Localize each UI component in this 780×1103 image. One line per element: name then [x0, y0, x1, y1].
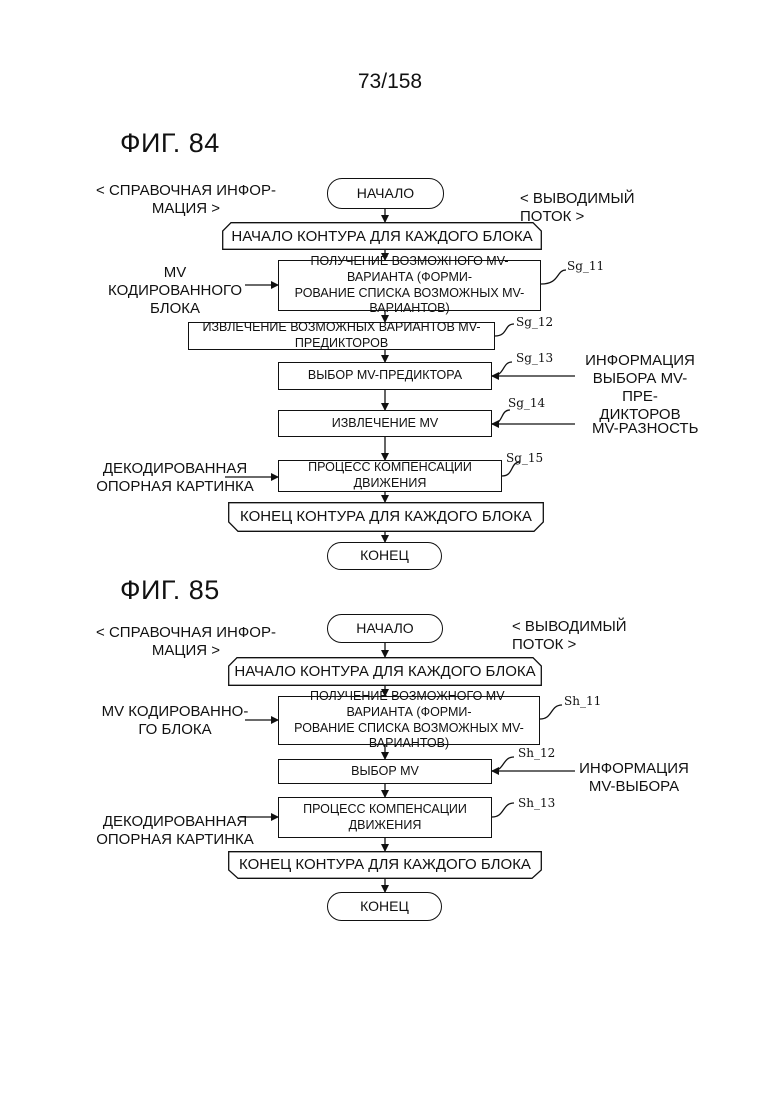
fig84-mv-coded-input: MV КОДИРОВАННОГО БЛОКА — [95, 264, 255, 318]
fig85-step-candidate-list: ПОЛУЧЕНИЕ ВОЗМОЖНОГО MV-ВАРИАНТА (ФОРМИ-… — [278, 696, 540, 745]
fig85-loop-end: КОНЕЦ КОНТУРА ДЛЯ КАЖДОГО БЛОКА — [228, 852, 542, 878]
fig85-end-terminal: КОНЕЦ — [327, 892, 442, 921]
fig85-ref-picture-input: ДЕКОДИРОВАННАЯ ОПОРНАЯ КАРТИНКА — [95, 813, 255, 849]
fig85-mv-coded-input: MV КОДИРОВАННО- ГО БЛОКА — [100, 703, 250, 739]
fig84-step-label-15: Sg_15 — [506, 451, 543, 465]
fig85-loop-start: НАЧАЛО КОНТУРА ДЛЯ КАЖДОГО БЛОКА — [228, 659, 542, 686]
fig85-mv-selection-info-input: ИНФОРМАЦИЯ MV-ВЫБОРА — [575, 760, 693, 796]
fig85-start-terminal: НАЧАЛО — [327, 614, 443, 643]
fig85-output-stream-label: < ВЫВОДИМЫЙ ПОТОК > — [512, 618, 682, 654]
fig85-step-label-11: Sh_11 — [564, 694, 601, 708]
fig84-start-terminal: НАЧАЛО — [327, 178, 444, 209]
fig84-step-label-13: Sg_13 — [516, 351, 553, 365]
fig84-mv-diff-input: MV-РАЗНОСТЬ — [592, 420, 698, 438]
fig85-step-select-mv: ВЫБОР MV — [278, 759, 492, 784]
fig84-loop-start: НАЧАЛО КОНТУРА ДЛЯ КАЖДОГО БЛОКА — [222, 224, 542, 250]
fig84-step-label-11: Sg_11 — [567, 259, 604, 273]
fig84-step-select-predictor: ВЫБОР MV-ПРЕДИКТОРА — [278, 362, 492, 390]
fig84-step-extract-mv: ИЗВЛЕЧЕНИЕ MV — [278, 410, 492, 437]
fig85-title: ФИГ. 85 — [120, 575, 220, 606]
fig85-step-label-13: Sh_13 — [518, 796, 555, 810]
fig84-step-predictor-candidates: ИЗВЛЕЧЕНИЕ ВОЗМОЖНЫХ ВАРИАНТОВ MV-ПРЕДИК… — [188, 322, 495, 350]
fig84-step-label-14: Sg_14 — [508, 396, 545, 410]
fig84-step-label-12: Sg_12 — [516, 315, 553, 329]
fig84-end-terminal: КОНЕЦ — [327, 542, 442, 570]
fig84-ref-picture-input: ДЕКОДИРОВАННАЯ ОПОРНАЯ КАРТИНКА — [95, 460, 255, 496]
fig84-mv-predictor-info-input: ИНФОРМАЦИЯ ВЫБОРА MV-ПРЕ- ДИКТОРОВ — [575, 352, 705, 424]
fig84-step-candidate-list: ПОЛУЧЕНИЕ ВОЗМОЖНОГО MV-ВАРИАНТА (ФОРМИ-… — [278, 260, 541, 311]
fig85-step-label-12: Sh_12 — [518, 746, 555, 760]
fig84-loop-end: КОНЕЦ КОНТУРА ДЛЯ КАЖДОГО БЛОКА — [228, 503, 544, 531]
fig85-ref-info-label: < СПРАВОЧНАЯ ИНФОР- МАЦИЯ > — [96, 624, 276, 660]
fig85-step-motion-compensation: ПРОЦЕСС КОМПЕНСАЦИИ ДВИЖЕНИЯ — [278, 797, 492, 838]
fig84-step-motion-compensation: ПРОЦЕСС КОМПЕНСАЦИИ ДВИЖЕНИЯ — [278, 460, 502, 492]
